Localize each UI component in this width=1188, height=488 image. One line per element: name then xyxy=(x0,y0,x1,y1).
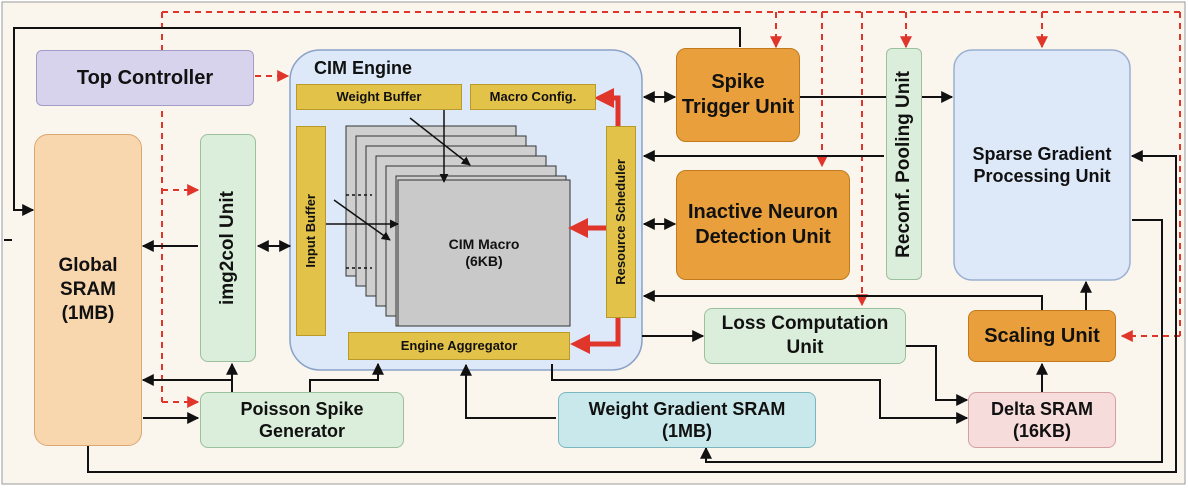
resource-scheduler-label: Resource Scheduler xyxy=(612,159,628,285)
input-buffer: Input Buffer xyxy=(296,126,326,336)
global-sram-label: Global SRAM (1MB) xyxy=(58,255,118,324)
img2col-unit: img2col Unit xyxy=(200,134,256,362)
scheduler-control-arrows xyxy=(568,88,621,354)
cim-macro-label: CIM Macro (6KB) xyxy=(448,235,520,270)
engine-aggregator-label: Engine Aggregator xyxy=(400,337,518,353)
spike-trigger-unit: Spike Trigger Unit xyxy=(676,48,800,142)
cim-macro: CIM Macro (6KB) xyxy=(400,182,568,324)
inactive-neuron-detection-unit-label: Inactive Neuron Detection Unit xyxy=(687,201,839,248)
sparse-gradient-processing-unit-label: Sparse Gradient Processing Unit xyxy=(972,143,1112,187)
top-controller-label: Top Controller xyxy=(76,66,214,89)
reconf-pooling-unit: Reconf. Pooling Unit xyxy=(886,48,922,280)
spike-trigger-unit-label: Spike Trigger Unit xyxy=(681,71,795,118)
top-controller: Top Controller xyxy=(36,50,254,106)
weight-gradient-sram-label: Weight Gradient SRAM (1MB) xyxy=(588,398,786,442)
sparse-gradient-container xyxy=(953,49,1131,281)
img2col-unit-label: img2col Unit xyxy=(217,190,239,305)
cim-engine-title-label: CIM Engine xyxy=(314,57,412,78)
macro-config-label: Macro Config. xyxy=(489,88,577,104)
data-lines xyxy=(4,27,1177,473)
scaling-unit: Scaling Unit xyxy=(968,310,1116,362)
weight-gradient-sram: Weight Gradient SRAM (1MB) xyxy=(558,392,816,448)
engine-aggregator: Engine Aggregator xyxy=(348,332,570,360)
reconf-pooling-unit-label: Reconf. Pooling Unit xyxy=(893,70,915,258)
cim-engine-title: CIM Engine xyxy=(314,56,444,80)
global-sram: Global SRAM (1MB) xyxy=(34,134,142,446)
loss-computation-unit-label: Loss Computation Unit xyxy=(721,313,889,358)
sparse-gradient-processing-unit: Sparse Gradient Processing Unit xyxy=(956,52,1128,278)
inactive-neuron-detection-unit: Inactive Neuron Detection Unit xyxy=(676,170,850,280)
resource-scheduler: Resource Scheduler xyxy=(606,126,636,318)
delta-sram-label: Delta SRAM (16KB) xyxy=(990,398,1093,442)
input-buffer-label: Input Buffer xyxy=(302,194,318,268)
scaling-unit-label: Scaling Unit xyxy=(984,324,1100,347)
poisson-spike-generator-label: Poisson Spike Generator xyxy=(240,398,364,442)
poisson-spike-generator: Poisson Spike Generator xyxy=(200,392,404,448)
weight-buffer-label: Weight Buffer xyxy=(336,88,422,104)
delta-sram: Delta SRAM (16KB) xyxy=(968,392,1116,448)
cim-macro-stack xyxy=(345,125,571,327)
macro-config: Macro Config. xyxy=(470,84,596,110)
weight-buffer: Weight Buffer xyxy=(296,84,462,110)
control-lines xyxy=(161,11,1181,408)
loss-computation-unit: Loss Computation Unit xyxy=(704,308,906,364)
macro-internal-lines xyxy=(326,108,471,269)
